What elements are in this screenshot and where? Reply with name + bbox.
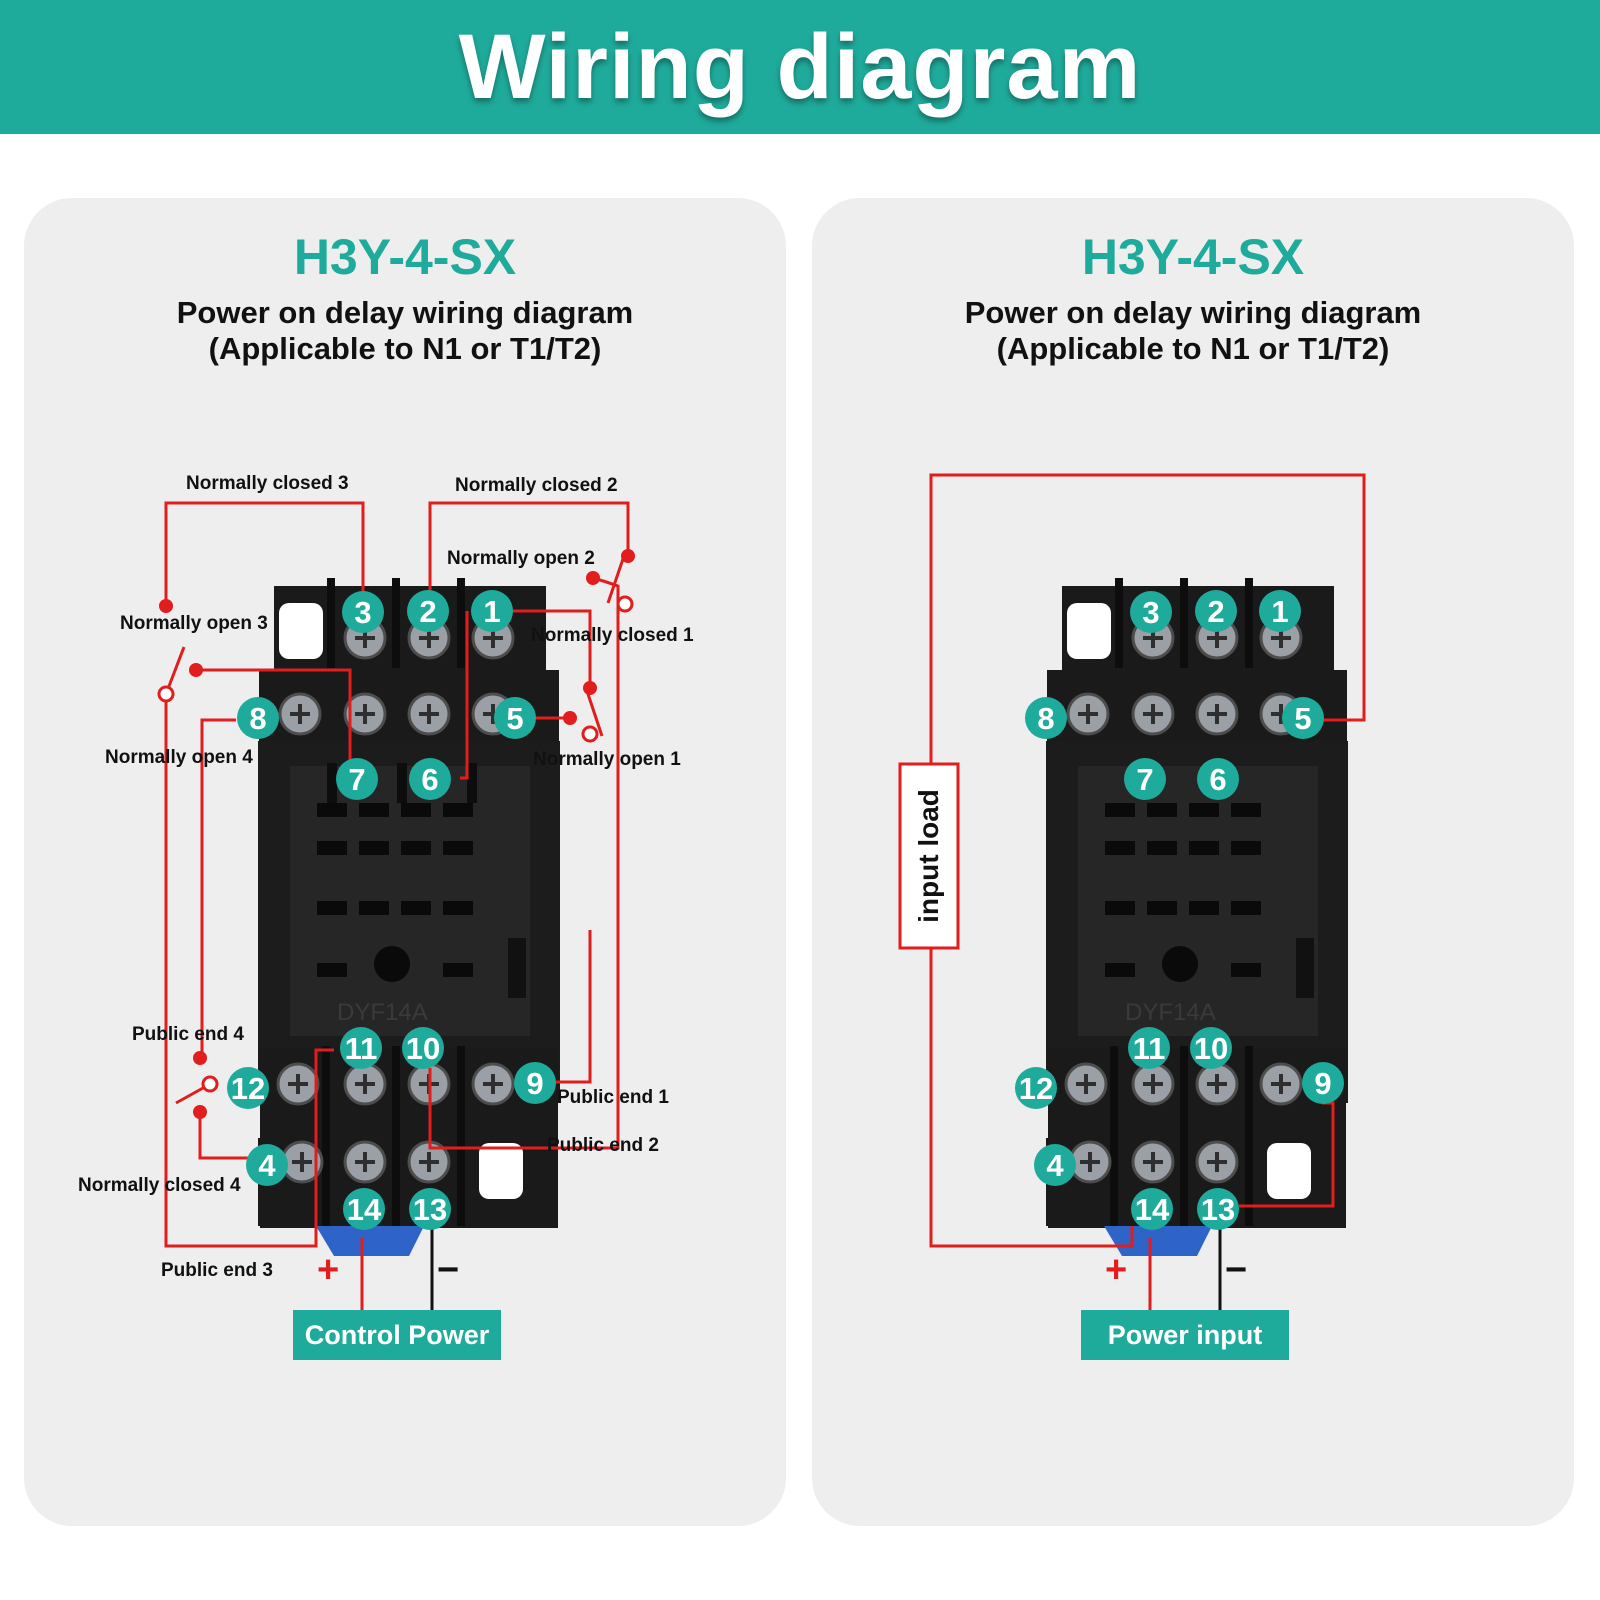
- terminal-13-badge: 13: [1201, 1192, 1235, 1227]
- terminal-8-badge: 8: [1037, 701, 1054, 736]
- terminal-11-badge: 11: [1133, 1031, 1166, 1066]
- terminal-badges: 3 2 1 8 5 7 6 11 10 12 9 4 14 13: [1015, 590, 1344, 1230]
- plus-sign: +: [317, 1249, 339, 1291]
- terminal-1-badge: 1: [483, 594, 500, 629]
- socket-marking: DYF14A: [1125, 999, 1216, 1026]
- left-wiring-diagram: DYF14A: [78, 473, 694, 1360]
- terminal-1-badge: 1: [1271, 594, 1288, 629]
- label-public-end-2: Public end 2: [547, 1135, 659, 1156]
- terminal-3-badge: 3: [354, 595, 371, 630]
- terminal-14-badge: 14: [1135, 1192, 1170, 1227]
- right-subtitle-line2: (Applicable to N1 or T1/T2): [996, 331, 1390, 366]
- input-load-box: [898, 762, 960, 950]
- left-subtitle-line1: Power on delay wiring diagram: [176, 295, 634, 330]
- terminal-7-badge: 7: [1136, 762, 1153, 797]
- label-public-end-1: Public end 1: [557, 1087, 669, 1108]
- relay-socket: DYF14A: [258, 578, 560, 1256]
- terminal-badges: 3 2 1 8 5 7 6 11 10 12 9 4 14 13: [227, 590, 556, 1230]
- minus-sign: −: [1225, 1249, 1247, 1291]
- power-input-label: Power input: [1108, 1320, 1263, 1350]
- label-public-end-3: Public end 3: [161, 1260, 273, 1281]
- terminal-4-badge: 4: [258, 1148, 276, 1183]
- left-model-title: H3Y-4-SX: [293, 229, 517, 285]
- power-input-box: [1081, 1310, 1289, 1360]
- terminal-6-badge: 6: [421, 762, 438, 797]
- right-wiring-diagram: DYF14A input load: [898, 473, 1366, 1360]
- label-normally-closed-4: Normally closed 4: [78, 1175, 241, 1196]
- label-normally-closed-1: Normally closed 1: [531, 625, 694, 646]
- right-panel: H3Y-4-SX Power on delay wiring diagram (…: [812, 198, 1574, 1526]
- terminal-2-badge: 2: [1207, 594, 1224, 629]
- right-subtitle-line1: Power on delay wiring diagram: [964, 295, 1422, 330]
- terminal-12-badge: 12: [1019, 1071, 1053, 1106]
- terminal-13-badge: 13: [413, 1192, 447, 1227]
- terminal-14-badge: 14: [347, 1192, 382, 1227]
- terminal-12-badge: 12: [231, 1071, 265, 1106]
- terminal-9-badge: 9: [1314, 1066, 1331, 1101]
- label-normally-closed-3: Normally closed 3: [186, 473, 349, 494]
- terminal-5-badge: 5: [1294, 701, 1311, 736]
- terminal-11-badge: 11: [345, 1031, 378, 1066]
- relay-socket: DYF14A: [1046, 578, 1348, 1256]
- terminal-8-badge: 8: [249, 701, 266, 736]
- left-panel: H3Y-4-SX Power on delay wiring diagram (…: [24, 198, 786, 1526]
- terminal-2-badge: 2: [419, 594, 436, 629]
- minus-sign: −: [437, 1249, 459, 1291]
- switch-contacts: [157, 549, 635, 1119]
- socket-marking: DYF14A: [337, 999, 428, 1026]
- input-load-label: input load: [913, 789, 944, 923]
- terminal-10-badge: 10: [1194, 1031, 1228, 1066]
- control-power-box: [293, 1310, 501, 1360]
- left-subtitle-line2: (Applicable to N1 or T1/T2): [208, 331, 602, 366]
- control-power-label: Control Power: [305, 1320, 490, 1350]
- terminal-10-badge: 10: [406, 1031, 440, 1066]
- page-title: Wiring diagram: [458, 15, 1142, 118]
- wires: [164, 501, 630, 1248]
- right-model-title: H3Y-4-SX: [1081, 229, 1305, 285]
- terminal-3-badge: 3: [1142, 595, 1159, 630]
- label-normally-open-2: Normally open 2: [447, 548, 595, 569]
- terminal-6-badge: 6: [1209, 762, 1226, 797]
- terminal-5-badge: 5: [506, 701, 523, 736]
- label-normally-closed-2: Normally closed 2: [455, 475, 618, 496]
- terminal-7-badge: 7: [348, 762, 365, 797]
- header-banner: Wiring diagram: [0, 0, 1600, 134]
- terminal-4-badge: 4: [1046, 1148, 1064, 1183]
- label-normally-open-3: Normally open 3: [120, 613, 268, 634]
- label-public-end-4: Public end 4: [132, 1024, 244, 1045]
- contact-labels: Normally closed 3 Normally closed 2 Norm…: [78, 473, 694, 1281]
- terminal-9-badge: 9: [526, 1066, 543, 1101]
- plus-sign: +: [1105, 1249, 1127, 1291]
- label-normally-open-1: Normally open 1: [533, 749, 681, 770]
- label-normally-open-4: Normally open 4: [105, 747, 253, 768]
